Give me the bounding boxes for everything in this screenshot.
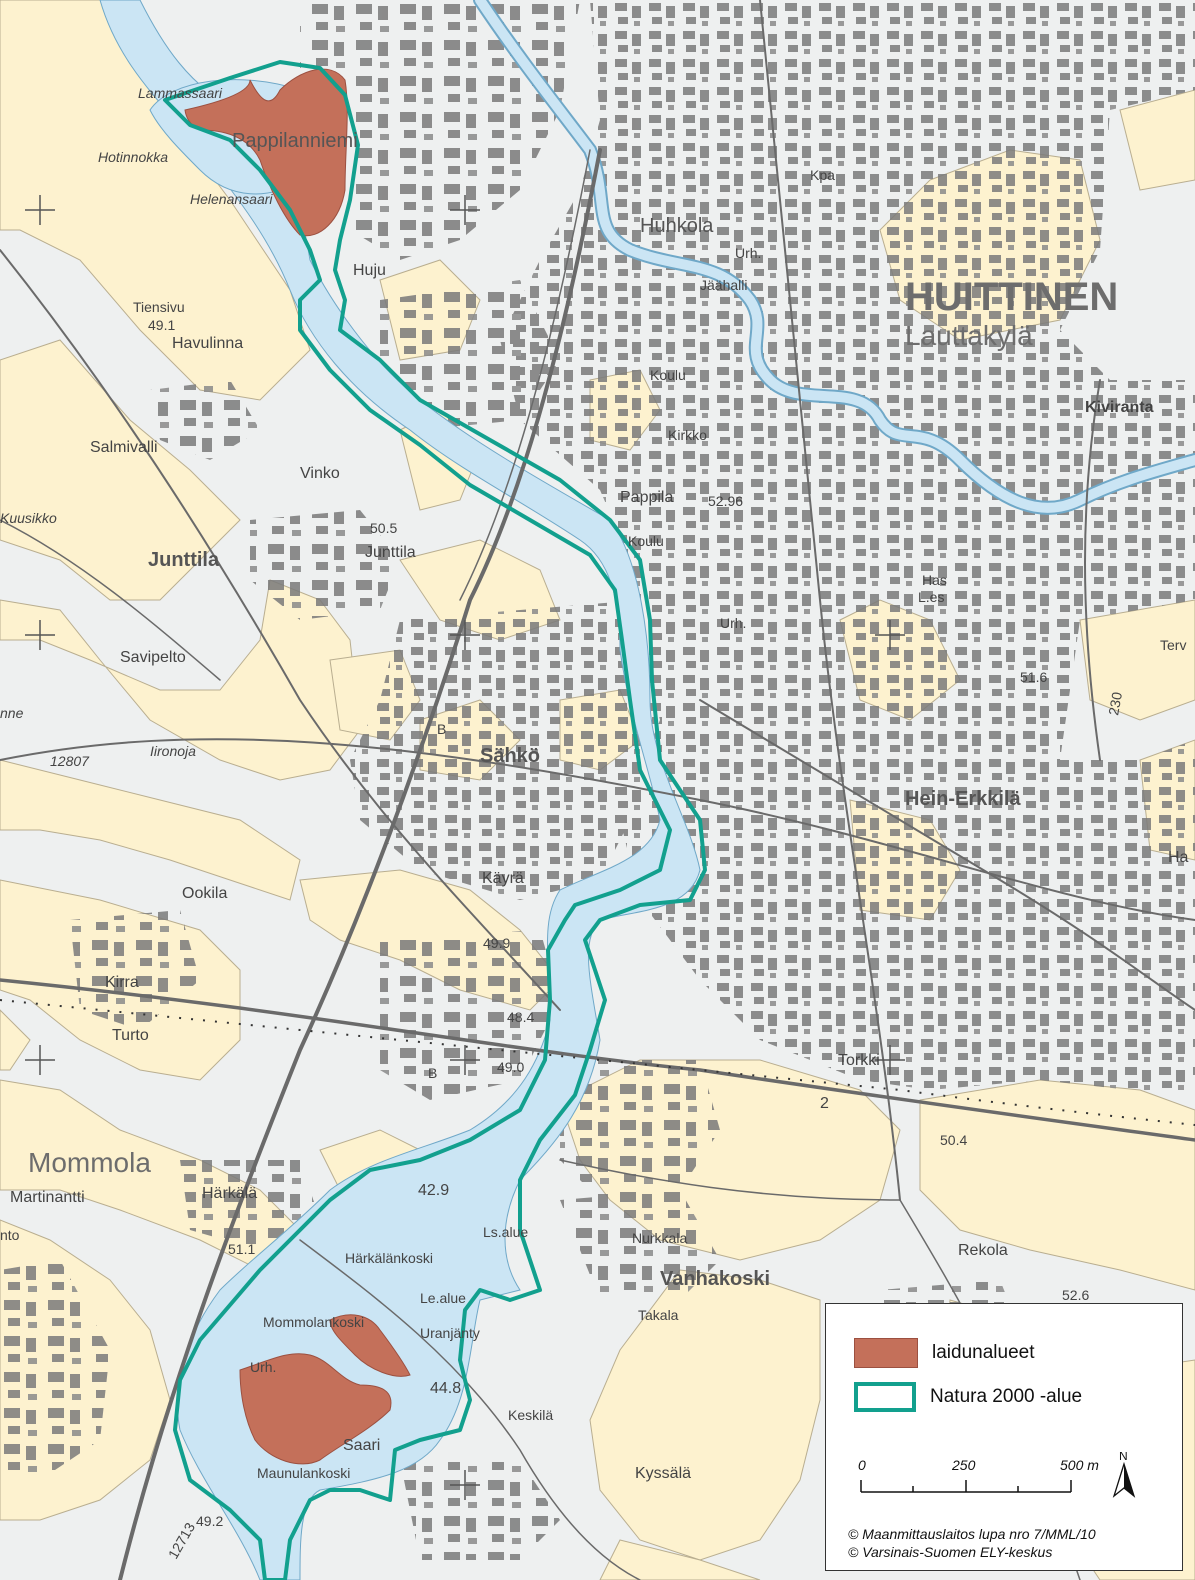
scale-label-0: 0 — [858, 1457, 866, 1473]
label-harkalankoski: Härkälänkoski — [345, 1250, 433, 1266]
legend-row-natura: Natura 2000 -alue — [854, 1380, 1082, 1414]
label-torkki: Torkki — [838, 1052, 880, 1069]
label-jaahalli: Jäähalli — [700, 277, 747, 293]
label-b-2: B — [428, 1065, 437, 1081]
natura-2000-boundary — [163, 60, 707, 1580]
label-kirra: Kirra — [105, 974, 139, 991]
label-rekola: Rekola — [958, 1242, 1008, 1259]
label-nurkkala: Nurkkala — [632, 1230, 687, 1246]
label-elev-44-8: 44.8 — [430, 1380, 461, 1397]
label-elev-52-96: 52.96 — [708, 493, 743, 509]
label-elev-50-4: 50.4 — [940, 1132, 967, 1148]
pasture-areas — [184, 68, 411, 1465]
label-savipelto: Savipelto — [120, 649, 186, 666]
label-kyssala: Kyssälä — [635, 1465, 691, 1482]
label-elev-42-9: 42.9 — [418, 1182, 449, 1199]
legend-row-pasture: laidunalueet — [854, 1336, 1034, 1370]
scale-bar-line — [860, 1480, 1072, 1493]
label-mommola: Mommola — [28, 1147, 151, 1178]
label-iironoja: Iironoja — [150, 743, 196, 759]
label-elev-48-4: 48.4 — [507, 1009, 534, 1025]
label-has: Has — [922, 572, 947, 588]
label-b-1: B — [437, 721, 446, 737]
place-labels: HUITTINEN Lauttakylä Kiviranta Lammassaa… — [0, 85, 1189, 1562]
label-urh-1: Urh. — [735, 245, 761, 261]
label-turto: Turto — [112, 1027, 149, 1044]
credit-ely: © Varsinais-Suomen ELY-keskus — [848, 1544, 1053, 1560]
label-elev-51-1: 51.1 — [228, 1241, 255, 1257]
credit-mml: © Maanmittauslaitos lupa nro 7/MML/10 — [848, 1526, 1096, 1542]
label-junttila-small: Junttila — [365, 544, 416, 561]
label-helenansaari: Helenansaari — [190, 191, 273, 207]
label-junttila: Junttila — [148, 549, 220, 571]
label-huju: Huju — [353, 262, 386, 279]
label-lealue: Le.alue — [420, 1290, 466, 1306]
label-lammassaari: Lammassaari — [138, 85, 223, 101]
label-takala: Takala — [638, 1307, 679, 1323]
label-terv: Terv — [1160, 637, 1186, 653]
label-vinko: Vinko — [300, 465, 340, 482]
scale-label-500: 500 m — [1060, 1457, 1099, 1473]
label-pappila: Pappila — [620, 489, 673, 506]
label-elev-50-5: 50.5 — [370, 520, 397, 536]
label-ha: Ha — [1168, 849, 1189, 866]
natura-swatch — [854, 1382, 916, 1412]
label-huhkola: Huhkola — [640, 215, 714, 237]
label-kiviranta: Kiviranta — [1085, 399, 1154, 416]
label-havulinna: Havulinna — [172, 335, 243, 352]
label-anne: nne — [0, 705, 24, 721]
label-hein-erkkila: Hein-Erkkilä — [905, 788, 1021, 810]
railway — [0, 999, 1195, 1126]
label-elev-51-6: 51.6 — [1020, 669, 1047, 685]
label-harkala: Härkälä — [202, 1185, 257, 1202]
north-label: N — [1119, 1452, 1128, 1463]
label-kayra: Käyrä — [482, 870, 524, 887]
label-lauttakyla: Lauttakylä — [905, 320, 1033, 351]
label-kpa: Kpa — [810, 167, 835, 183]
grid-crosses — [25, 195, 905, 1500]
label-vanhakoski: Vanhakoski — [660, 1268, 770, 1290]
label-ookila: Ookila — [182, 885, 227, 902]
label-maunulankoski: Maunulankoski — [257, 1465, 350, 1481]
label-sahko: Sähkö — [480, 745, 540, 767]
label-kirkko: Kirkko — [668, 427, 707, 443]
label-road-2: 2 — [820, 1095, 829, 1112]
label-road-230: 230 — [1105, 691, 1125, 717]
label-urh-3: Urh. — [250, 1359, 276, 1375]
label-les: L.es — [918, 589, 944, 605]
scale-label-250: 250 — [951, 1457, 976, 1473]
pasture-pappilanniemi — [184, 68, 348, 237]
label-saari: Saari — [343, 1437, 380, 1454]
label-lsalue: Ls.alue — [483, 1224, 528, 1240]
label-elev-49-0: 49.0 — [497, 1059, 524, 1075]
legend-label-natura: Natura 2000 -alue — [930, 1386, 1083, 1407]
legend-label-pasture: laidunalueet — [932, 1342, 1035, 1363]
label-mommolankoski: Mommolankoski — [263, 1314, 364, 1330]
label-urh-2: Urh. — [720, 615, 746, 631]
map-legend: laidunalueet Natura 2000 -alue 0 250 500… — [825, 1303, 1183, 1571]
label-elev-52-6: 52.6 — [1062, 1287, 1089, 1303]
pasture-mommolankoski — [329, 1314, 411, 1377]
label-road-12807: 12807 — [50, 753, 90, 769]
label-martinantti: Martinantti — [10, 1189, 85, 1206]
label-hotinnokka: Hotinnokka — [98, 149, 168, 165]
label-elev-49-1: 49.1 — [148, 317, 175, 333]
label-elev-49-9: 49.9 — [483, 935, 510, 951]
label-kuusikko: Kuusikko — [0, 510, 57, 526]
label-keskila: Keskilä — [508, 1407, 553, 1423]
scale-bar: 0 250 500 m N — [858, 1452, 1136, 1498]
label-elev-49-2: 49.2 — [196, 1513, 223, 1529]
label-nto: nto — [0, 1227, 20, 1243]
pasture-swatch — [854, 1338, 918, 1368]
label-salmivalli: Salmivalli — [90, 439, 158, 456]
pasture-saari — [239, 1353, 392, 1465]
label-koulu-1: Koulu — [650, 367, 686, 383]
label-tiensivu: Tiensivu — [133, 299, 185, 315]
label-uranjanty: Uranjänty — [420, 1325, 480, 1341]
label-koulu-2: Koulu — [628, 533, 664, 549]
label-huittinen: HUITTINEN — [905, 275, 1118, 319]
label-pappilanniemi: Pappilanniemi — [232, 130, 358, 152]
